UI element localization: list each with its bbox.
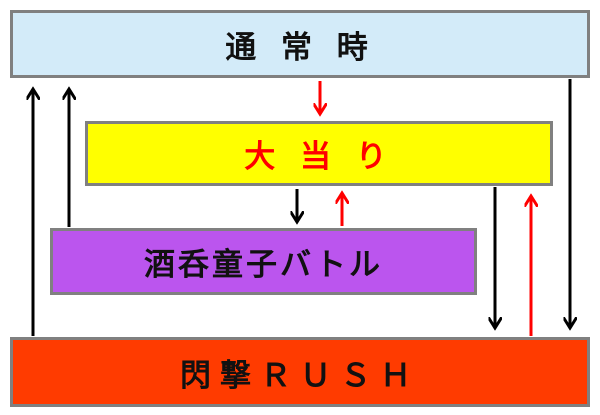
state-jackpot: 大 当 り (85, 121, 553, 186)
state-rush: 閃撃ＲＵＳＨ (10, 337, 590, 407)
state-jackpot-label: 大 当 り (244, 139, 394, 175)
state-rush-label: 閃撃ＲＵＳＨ (180, 357, 420, 394)
state-battle: 酒呑童子バトル (50, 228, 477, 295)
state-normal-label: 通 常 時 (225, 29, 375, 66)
state-battle-label: 酒呑童子バトル (144, 247, 383, 283)
state-normal: 通 常 時 (10, 10, 590, 78)
